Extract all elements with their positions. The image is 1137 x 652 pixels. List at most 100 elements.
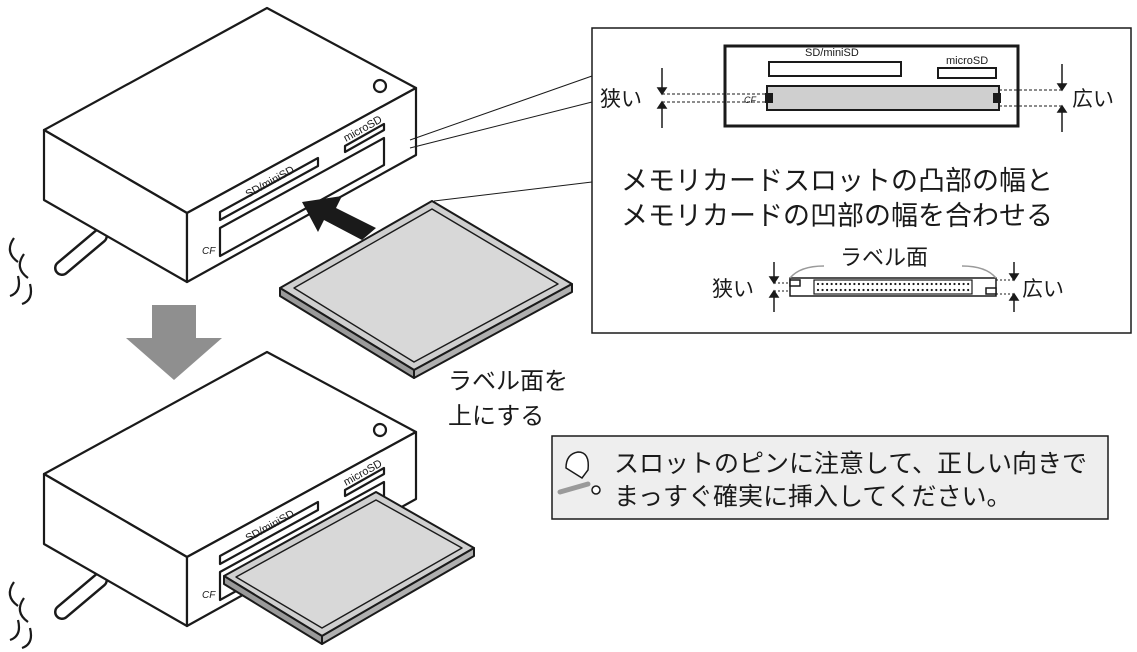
card-pin-dot — [853, 282, 856, 286]
cf-card-floating — [279, 200, 573, 379]
card-pin-dot — [848, 282, 851, 286]
card-pin-dot — [885, 288, 888, 292]
inset-heading-line2: メモリカードの凹部の幅を合わせる — [621, 201, 1053, 232]
card-pin-dot — [862, 288, 865, 292]
label-side-up-line2: 上にする — [448, 402, 544, 430]
card-pin-dot — [912, 282, 915, 286]
inset-cf-key-left — [765, 93, 773, 103]
card-pin-dot — [830, 282, 833, 286]
card-pin-dot — [948, 288, 952, 292]
card-pin-dot — [962, 288, 965, 292]
inset-microsd-slot — [937, 67, 997, 79]
card-pin-dot — [903, 282, 906, 286]
card-pin-dot — [844, 288, 847, 292]
card-pin-dot — [880, 288, 883, 292]
card-pin-dot — [926, 282, 929, 286]
card-pin-dot — [917, 288, 920, 292]
card-pin-dot — [948, 282, 952, 286]
card-narrow-label: 狭い — [712, 277, 754, 301]
card-pin-dot — [921, 282, 924, 286]
card-pin-dot — [821, 288, 824, 292]
card-pin-dot — [857, 288, 861, 292]
card-pin-dot — [917, 282, 920, 286]
card-pin-dot — [939, 288, 942, 292]
note-box — [551, 435, 1109, 520]
inset-narrow-label: 狭い — [600, 87, 642, 111]
card-pin-dot — [830, 288, 833, 292]
inset-card-label-side: ラベル面 — [840, 246, 928, 271]
caution-icon — [557, 451, 601, 495]
card-pin-dot — [871, 282, 874, 286]
bottom-slot-cf-label: CF — [202, 590, 216, 601]
card-pin-dot — [821, 282, 824, 286]
card-pin-dot — [939, 282, 942, 286]
card-pin-dot — [935, 282, 938, 286]
card-pin-dot — [866, 288, 870, 292]
card-pin-dot — [876, 282, 879, 286]
card-pin-dot — [816, 288, 820, 292]
card-pin-dot — [826, 282, 829, 286]
card-pin-dot — [880, 282, 883, 286]
card-reader-top — [8, 6, 418, 306]
note-line1: スロットのピンに注意して、正しい向きで — [614, 449, 1087, 478]
card-pin-dot — [835, 282, 838, 286]
inset-cf-label: CF — [744, 95, 756, 105]
card-pin-dot — [930, 288, 933, 292]
card-pin-dot — [889, 288, 892, 292]
card-pin-dot — [876, 288, 879, 292]
card-pin-dot — [853, 288, 856, 292]
card-pin-dot — [953, 288, 956, 292]
card-pin-dot — [953, 282, 956, 286]
card-pin-dot — [848, 288, 851, 292]
card-pin-dots — [816, 282, 970, 292]
card-narrow-dimension-icon — [768, 262, 790, 312]
card-pin-dot — [844, 282, 847, 286]
card-pin-dot — [957, 282, 961, 286]
wide-dimension-icon — [1056, 64, 1068, 132]
card-pin-dot — [926, 288, 929, 292]
card-pin-dot — [889, 282, 892, 286]
card-pin-dot — [835, 288, 838, 292]
cf-card-inserted — [223, 491, 475, 645]
inset-cf-key-right — [993, 93, 1001, 103]
card-pin-dot — [907, 288, 911, 292]
card-pin-dot — [894, 282, 897, 286]
card-pin-dot — [967, 282, 970, 286]
inset-sd-slot — [768, 61, 902, 77]
card-pin-dot — [839, 282, 842, 286]
card-pin-dot — [885, 282, 888, 286]
down-arrow-icon — [126, 305, 222, 380]
card-pin-dot — [935, 288, 938, 292]
card-pin-dot — [944, 288, 947, 292]
leader-lines — [409, 75, 593, 202]
card-pin-dot — [912, 288, 915, 292]
card-pin-dot — [930, 282, 933, 286]
card-pin-dot — [894, 288, 897, 292]
card-pin-dot — [962, 282, 965, 286]
card-pin-dot — [907, 282, 911, 286]
insert-arrow-icon — [302, 196, 376, 240]
label-side-up-line1: ラベル面を — [448, 367, 568, 395]
card-pin-dot — [871, 288, 874, 292]
inset-wide-label: 広い — [1072, 87, 1114, 111]
card-pin-dot — [816, 282, 820, 286]
note-line2: まっすぐ確実に挿入してください。 — [614, 482, 1012, 511]
card-pin-dot — [866, 282, 870, 286]
narrow-dimension-icon — [656, 68, 668, 128]
card-pin-dot — [903, 288, 906, 292]
card-pin-dot — [857, 282, 861, 286]
card-pin-dot — [944, 282, 947, 286]
inset-sd-label: SD/miniSD — [805, 47, 859, 59]
top-slot-cf-label: CF — [202, 246, 216, 257]
card-pin-dot — [898, 282, 902, 286]
card-pin-dot — [921, 288, 924, 292]
card-pin-dot — [862, 282, 865, 286]
card-pin-dot — [898, 288, 902, 292]
card-wide-label: 広い — [1022, 277, 1064, 301]
card-pin-dot — [957, 288, 961, 292]
card-pin-dot — [839, 288, 842, 292]
card-pin-dot — [826, 288, 829, 292]
inset-cf-slot — [766, 85, 1000, 111]
width-guides — [662, 89, 1064, 107]
